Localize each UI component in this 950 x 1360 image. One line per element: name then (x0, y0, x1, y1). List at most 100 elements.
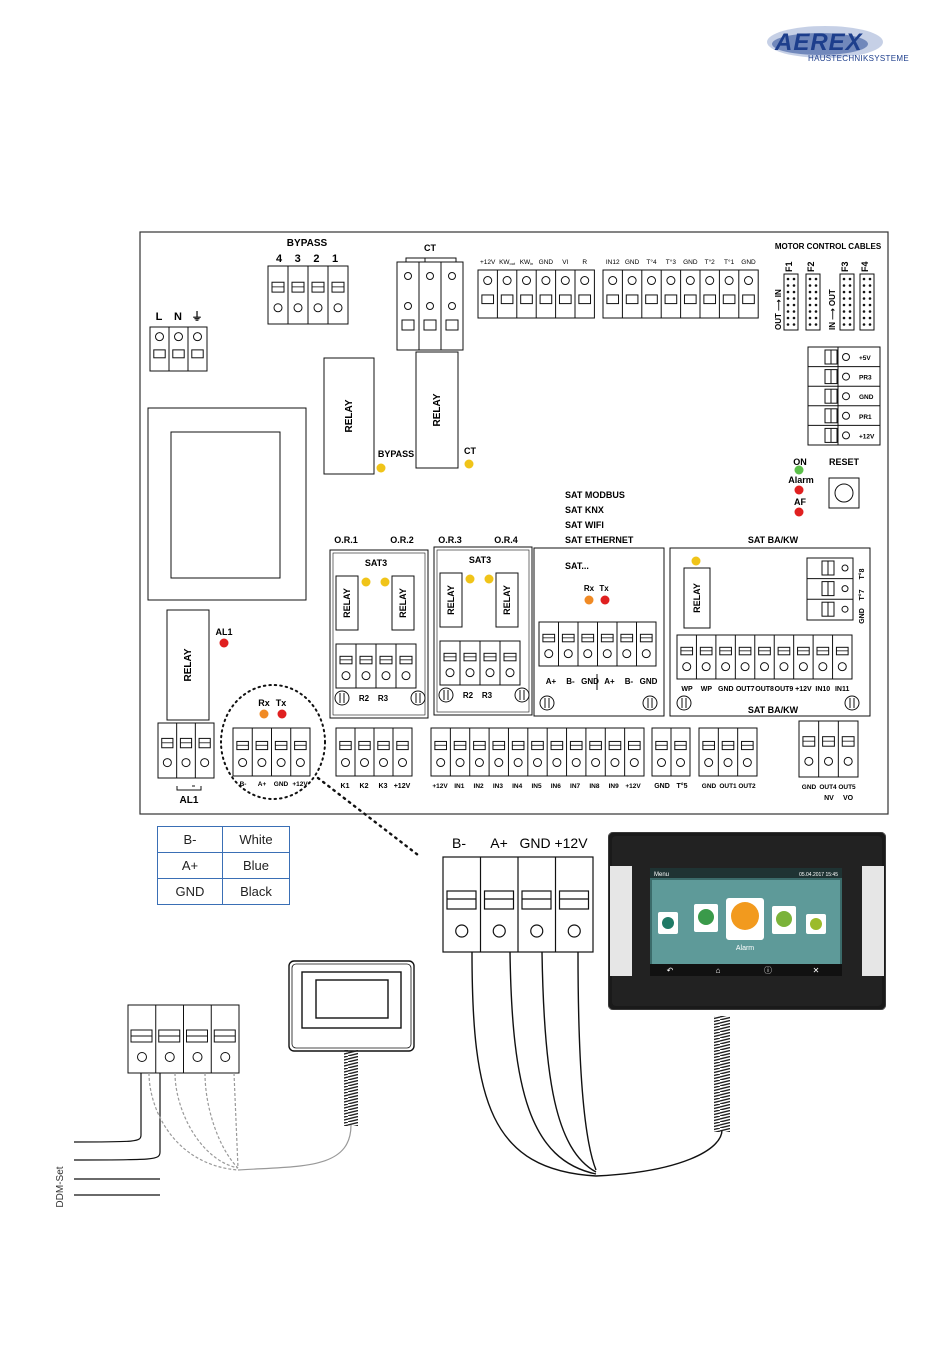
bell-icon (731, 902, 759, 930)
screw (514, 687, 530, 703)
bus-terminal: B-A+GND+12V (232, 727, 311, 788)
screw (438, 687, 454, 703)
in-terminal-label: IN2 (474, 783, 485, 790)
info-icon[interactable]: ⓘ (764, 966, 772, 975)
bypass-number: 4 (276, 253, 283, 265)
af-led (794, 507, 804, 517)
top-terminal-label: T°3 (666, 258, 677, 266)
sat3-led (361, 577, 371, 587)
or-label: O.R.4 (494, 535, 518, 545)
motor-connector (783, 273, 799, 331)
wire-color: White (222, 826, 290, 853)
k-terminal-label: +12V (394, 783, 411, 790)
nv-vo-label: VO (843, 795, 854, 802)
logo-swoosh-icon (767, 26, 883, 58)
wire-signal: GND (157, 878, 223, 905)
in-terminal-label: +12V (432, 783, 448, 790)
sat3-label: SAT3 (365, 558, 387, 568)
sat3-led (484, 574, 494, 584)
bus-highlight-circle (220, 684, 326, 800)
bus-connector-zoom: B-A+GND+12V (442, 835, 594, 953)
or-label: O.R.2 (390, 535, 414, 545)
r-label: R2 (359, 694, 370, 703)
nv-vo-label: NV (824, 795, 834, 802)
in-terminal-label: IN8 (589, 783, 600, 790)
reset-button[interactable] (828, 477, 860, 509)
alarm-label: Alarm (788, 475, 814, 485)
motor-label: F2 (806, 261, 816, 272)
relay-label: RELAY (432, 393, 443, 426)
sat-bakw-terminal-label: OUT7 (736, 686, 755, 693)
bus-terminal-label: GND (274, 781, 289, 788)
sat-bakw-terminal-label: WP (681, 686, 693, 693)
wire-table-row: A+Blue (157, 852, 290, 879)
bus-tx-led (277, 709, 287, 719)
connector-label: B- (452, 835, 466, 851)
al1-led (219, 638, 229, 648)
connector-label: +12V (554, 835, 588, 851)
sat-bakw-bottom-title: SAT BA/KW (748, 705, 799, 715)
sat-tx-led (600, 595, 610, 605)
k-terminal-label: K2 (360, 783, 369, 790)
motor-control-title: MOTOR CONTROL CABLES (775, 242, 882, 251)
top-terminal-label: +12V (480, 259, 496, 266)
t5-terminal-label: T°5 (677, 782, 688, 790)
in-terminal-label: IN6 (551, 783, 562, 790)
pr-label: +5V (859, 355, 871, 362)
sat-bakw-right-label: T°8 (858, 568, 866, 579)
bus-terminal-label: +12V (292, 781, 308, 788)
sat-rx-label: Rx (584, 584, 595, 593)
pr-label: GND (859, 394, 874, 401)
logo-subtitle: HAUSTECHNIKSYSTEME (808, 54, 909, 63)
top-terminal-label: IN12 (606, 259, 620, 266)
home-icon[interactable]: ⌂ (716, 966, 721, 975)
out-terminal-label: OUT1 (719, 783, 737, 790)
reset-label: RESET (829, 457, 860, 467)
relay (495, 572, 519, 628)
in-terminal-label: IN9 (609, 783, 620, 790)
r-label: R3 (482, 691, 493, 700)
relay-label: RELAY (342, 588, 352, 618)
sat-list-item: SAT MODBUS (565, 490, 625, 500)
top-terminal-label: KWin (520, 259, 534, 266)
sat-terminal-label: B- (625, 677, 634, 686)
in-terminal-label: IN7 (570, 783, 581, 790)
power-terminal-block (149, 326, 208, 372)
k-terminal-label: K1 (341, 783, 350, 790)
top-terminal-label: T°4 (646, 258, 657, 266)
sat-terminal-label: B- (566, 677, 575, 686)
motor-connector (859, 273, 875, 331)
pr-label: PR3 (859, 375, 872, 382)
top-terminal-label: GND (683, 259, 698, 266)
sat-bakw-terminal-label: WP (701, 686, 713, 693)
ddm-wires (73, 1072, 239, 1196)
top-terminal-label: R (582, 259, 587, 266)
motor-direction: OUT ⟶ IN (774, 289, 783, 330)
motor-direction: IN ⟶ OUT (828, 289, 837, 330)
bus-terminal-label: A+ (258, 781, 267, 788)
al1-terminal (157, 722, 215, 791)
back-icon[interactable]: ↶ (667, 966, 674, 975)
wire-color: Black (222, 878, 290, 905)
sat-terminal-label: A+ (546, 677, 557, 686)
top-terminal-label: GND (625, 259, 640, 266)
top-terminal-label: T°2 (705, 258, 716, 266)
zoom-leader-line (316, 776, 420, 857)
panel-right-bar (862, 866, 884, 976)
sat-bakw-right-label: T°7 (858, 589, 866, 600)
al1-led-label: AL1 (215, 627, 232, 637)
relay-label: RELAY (446, 585, 456, 615)
relay (166, 609, 210, 721)
settings-icon[interactable]: ✕ (813, 966, 820, 975)
